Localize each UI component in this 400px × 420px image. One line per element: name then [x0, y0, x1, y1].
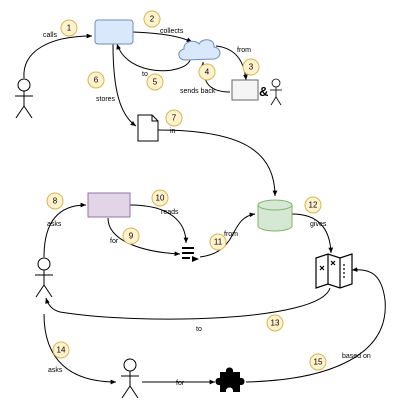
edge-asks-top	[43, 202, 87, 258]
label-for-mid: for	[110, 238, 119, 245]
cloud-shape	[178, 39, 221, 61]
label-gives: gives	[310, 221, 327, 228]
edge-gives	[291, 213, 334, 254]
badge-8: 8	[46, 192, 64, 210]
badge-6: 6	[87, 71, 105, 89]
badge-7: 7	[165, 109, 183, 127]
badge-8-number: 8	[53, 197, 58, 206]
label-stores: stores	[96, 96, 116, 103]
actor-user-1	[15, 78, 33, 119]
badge-1: 1	[60, 19, 78, 37]
external-system-box	[231, 79, 259, 101]
edge-in	[157, 129, 278, 197]
label-in: in	[170, 128, 176, 135]
label-to-back: to	[142, 71, 148, 78]
edge-based-on	[245, 267, 386, 383]
database-icon	[257, 199, 293, 232]
edge-reads	[129, 204, 189, 244]
badge-5-number: 5	[153, 78, 158, 87]
badge-10-number: 10	[156, 194, 165, 203]
label-sends-back: sends back	[180, 88, 216, 95]
badge-11: 11	[209, 233, 227, 251]
edge-to-back	[116, 43, 191, 72]
badge-5: 5	[146, 73, 164, 91]
label-to-bottom: to	[196, 326, 202, 333]
badge-14: 14	[52, 341, 70, 359]
badge-10: 10	[151, 189, 169, 207]
actor-user-3	[121, 358, 139, 399]
badge-4-number: 4	[205, 68, 210, 77]
edge-calls	[23, 33, 93, 79]
ampersand-text: &	[259, 84, 268, 99]
actor-external	[270, 78, 282, 106]
label-calls: calls	[43, 32, 58, 39]
label-reads: reads	[161, 209, 179, 216]
edge-from-db	[199, 212, 256, 258]
badge-15: 15	[309, 353, 327, 371]
document-icon	[137, 114, 159, 142]
badge-9: 9	[122, 227, 140, 245]
badge-9-number: 9	[129, 232, 134, 241]
actor-user-2	[35, 257, 53, 298]
label-asks-bottom: asks	[48, 367, 63, 374]
badge-15-number: 15	[314, 358, 323, 367]
label-asks-top: asks	[47, 221, 62, 228]
label-from-cloud: from	[237, 47, 251, 54]
badge-13: 13	[266, 314, 284, 332]
list-icon	[182, 247, 199, 262]
badge-12: 12	[304, 196, 322, 214]
edge-stores	[112, 43, 137, 127]
edge-asks-bottom	[43, 313, 117, 385]
badge-1-number: 1	[67, 24, 72, 33]
badge-11-number: 11	[214, 238, 223, 247]
badge-2: 2	[143, 10, 161, 28]
badge-3-number: 3	[249, 63, 254, 72]
badge-6-number: 6	[94, 76, 99, 85]
edge-for-mid	[107, 217, 181, 257]
badge-7-number: 7	[172, 114, 177, 123]
edge-to-bottom	[45, 287, 331, 320]
badge-4: 4	[198, 63, 216, 81]
badge-13-number: 13	[271, 319, 280, 328]
label-from-db: from	[224, 231, 238, 238]
map-icon	[315, 253, 353, 289]
badge-14-number: 14	[57, 346, 66, 355]
edge-collects	[132, 31, 193, 43]
label-collects: collects	[160, 28, 184, 35]
badge-2-number: 2	[150, 15, 155, 24]
label-for-bottom: for	[176, 380, 185, 387]
query-box	[87, 192, 131, 218]
badge-3: 3	[242, 58, 260, 76]
badge-12-number: 12	[309, 201, 318, 210]
service-box	[94, 19, 134, 45]
edge-from-cloud	[215, 45, 248, 81]
puzzle-icon	[215, 367, 245, 392]
label-based-on: based on	[342, 353, 371, 360]
